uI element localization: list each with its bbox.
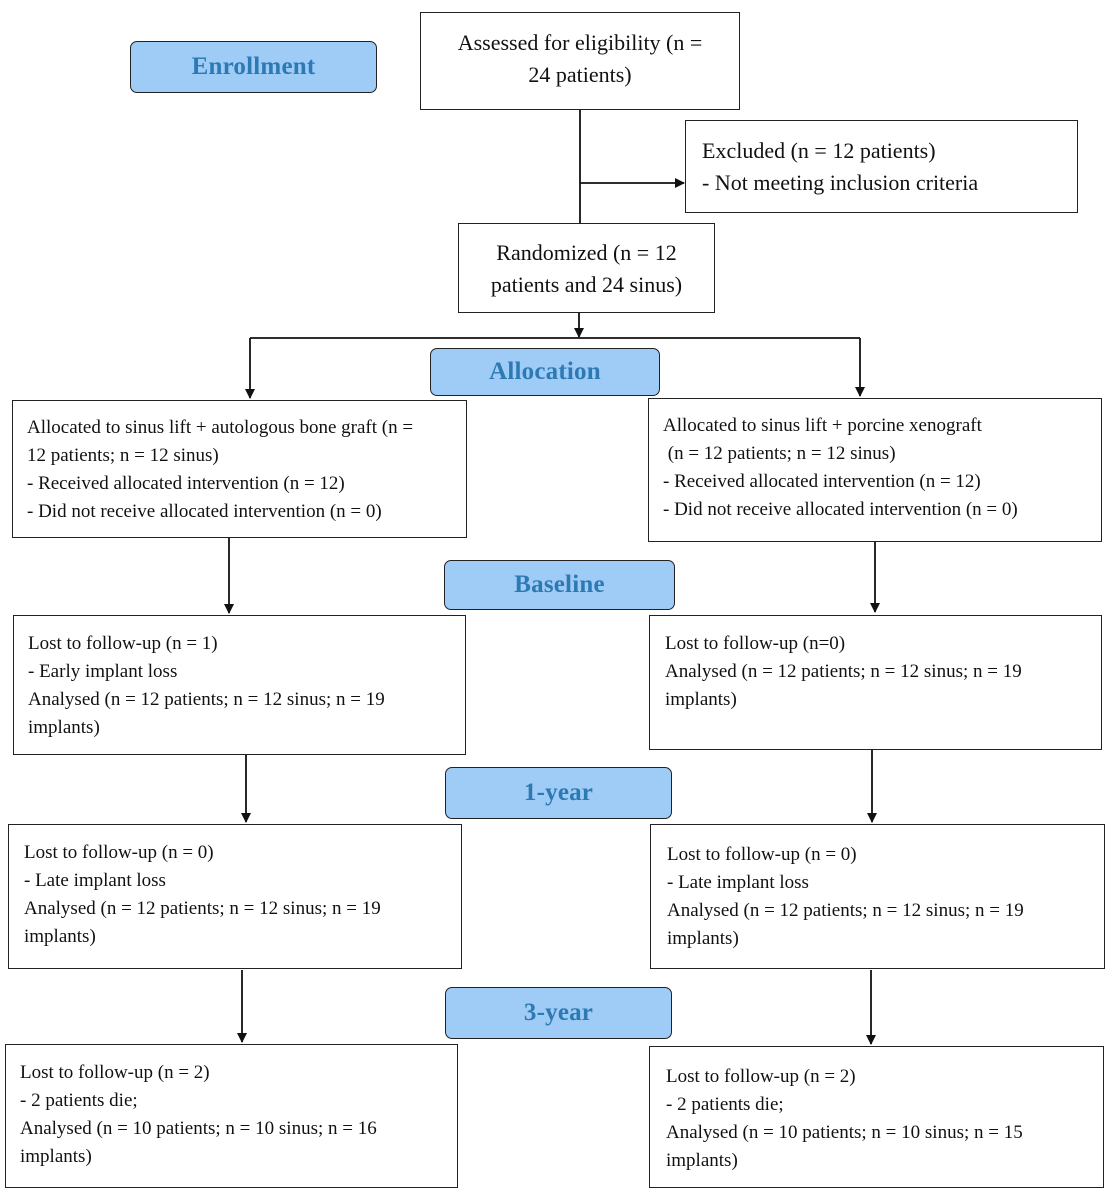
- right-allocation-line: Allocated to sinus lift + porcine xenogr…: [663, 415, 982, 436]
- left-allocation-line: Allocated to sinus lift + autologous bon…: [27, 417, 414, 438]
- right-allocation-line: - Did not receive allocated intervention…: [663, 499, 1018, 520]
- right-allocation-line: - Received allocated intervention (n = 1…: [663, 471, 981, 492]
- assessed-line-2: 24 patients): [528, 62, 632, 87]
- right-allocation-line: (n = 12 patients; n = 12 sinus): [663, 443, 896, 464]
- right-year3-line: implants): [666, 1150, 738, 1171]
- left-baseline-line: Lost to follow-up (n = 1): [28, 633, 218, 654]
- randomized-line-2: patients and 24 sinus): [490, 272, 683, 297]
- stage-1-year: 1-year: [445, 767, 672, 819]
- left-baseline-line: implants): [28, 717, 100, 738]
- right-year1-box: Lost to follow-up (n = 0) - Late implant…: [650, 824, 1105, 969]
- right-year1-line: implants): [667, 928, 739, 949]
- left-baseline-line: Analysed (n = 12 patients; n = 12 sinus;…: [28, 689, 385, 710]
- excluded-line-2: - Not meeting inclusion criteria: [702, 170, 979, 195]
- right-year3-box: Lost to follow-up (n = 2) - 2 patients d…: [649, 1046, 1104, 1188]
- right-year1-line: Analysed (n = 12 patients; n = 12 sinus;…: [667, 900, 1024, 921]
- excluded-line-1: Excluded (n = 12 patients): [702, 138, 936, 163]
- right-year3-line: Analysed (n = 10 patients; n = 10 sinus;…: [666, 1122, 1023, 1143]
- left-year1-line: Lost to follow-up (n = 0): [24, 842, 214, 863]
- left-year1-line: Analysed (n = 12 patients; n = 12 sinus;…: [24, 898, 381, 919]
- stage-baseline: Baseline: [444, 560, 675, 610]
- left-year1-line: implants): [24, 926, 96, 947]
- excluded-box: Excluded (n = 12 patients) - Not meeting…: [685, 120, 1078, 213]
- stage-allocation: Allocation: [430, 348, 660, 396]
- right-baseline-box: Lost to follow-up (n=0) Analysed (n = 12…: [649, 615, 1102, 750]
- left-year3-box: Lost to follow-up (n = 2) - 2 patients d…: [5, 1044, 458, 1188]
- left-year1-line: - Late implant loss: [24, 870, 166, 891]
- stage-enrollment: Enrollment: [130, 41, 377, 93]
- right-baseline-line: implants): [665, 689, 737, 710]
- right-allocation-box: Allocated to sinus lift + porcine xenogr…: [648, 398, 1102, 542]
- randomized-box: Randomized (n = 12 patients and 24 sinus…: [458, 223, 715, 313]
- left-allocation-box: Allocated to sinus lift + autologous bon…: [12, 400, 467, 538]
- left-baseline-box: Lost to follow-up (n = 1) - Early implan…: [13, 615, 466, 755]
- stage-3-year: 3-year: [445, 987, 672, 1039]
- left-allocation-line: 12 patients; n = 12 sinus): [27, 445, 219, 466]
- right-year3-line: Lost to follow-up (n = 2): [666, 1066, 856, 1087]
- left-year3-line: - 2 patients die;: [20, 1090, 138, 1111]
- assessed-line-1: Assessed for eligibility (n =: [457, 30, 703, 55]
- right-baseline-line: Analysed (n = 12 patients; n = 12 sinus;…: [665, 661, 1022, 682]
- left-allocation-line: - Received allocated intervention (n = 1…: [27, 473, 345, 494]
- left-year3-line: Analysed (n = 10 patients; n = 10 sinus;…: [20, 1118, 377, 1139]
- left-year3-line: implants): [20, 1146, 92, 1167]
- left-allocation-line: - Did not receive allocated intervention…: [27, 501, 382, 522]
- right-year3-line: - 2 patients die;: [666, 1094, 784, 1115]
- right-year1-line: Lost to follow-up (n = 0): [667, 844, 857, 865]
- right-year1-line: - Late implant loss: [667, 872, 809, 893]
- left-baseline-line: - Early implant loss: [28, 661, 178, 682]
- left-year1-box: Lost to follow-up (n = 0) - Late implant…: [8, 824, 462, 969]
- right-baseline-line: Lost to follow-up (n=0): [665, 633, 846, 654]
- assessed-box: Assessed for eligibility (n = 24 patient…: [420, 12, 740, 110]
- randomized-line-1: Randomized (n = 12: [496, 240, 677, 265]
- left-year3-line: Lost to follow-up (n = 2): [20, 1062, 210, 1083]
